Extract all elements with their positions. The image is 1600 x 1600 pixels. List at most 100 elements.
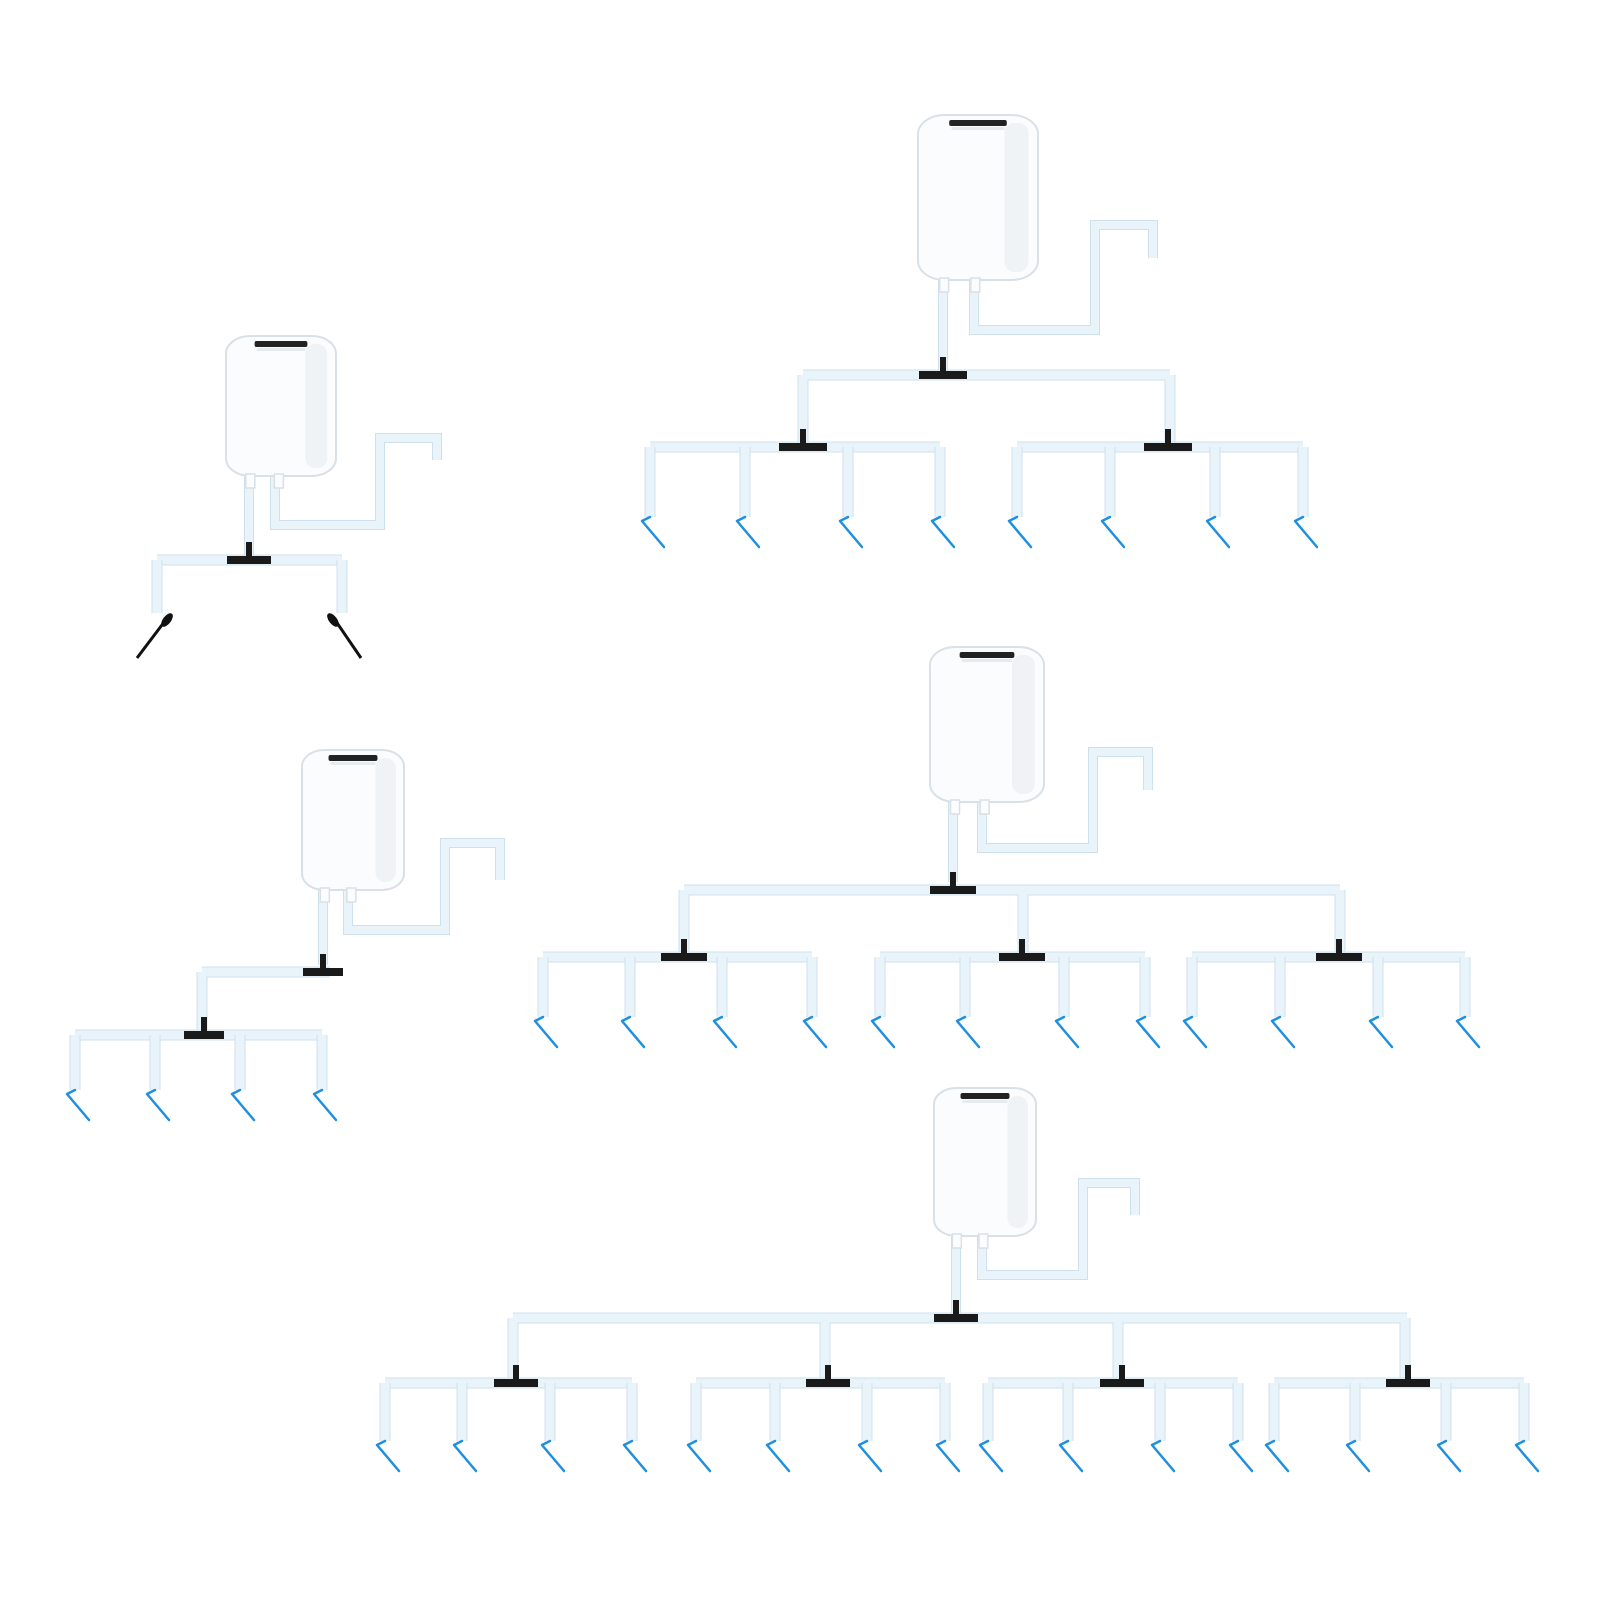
pump-shade	[375, 758, 396, 882]
tube	[508, 1313, 1410, 1380]
pump-display-shadow	[330, 762, 376, 765]
drip-emitter-icon	[1293, 515, 1319, 549]
pump-outlet	[319, 887, 331, 903]
pump-outlet	[951, 1233, 963, 1249]
drip-emitter-icon	[1455, 1015, 1481, 1049]
tube-edge	[196, 966, 330, 1035]
tube	[970, 221, 1157, 334]
drip-emitter-icon	[1228, 1439, 1254, 1473]
kit-16-outlet	[375, 1087, 1540, 1473]
pump-display	[949, 120, 1007, 126]
pump-shade	[1012, 655, 1035, 794]
tee-connector-icon	[930, 886, 976, 894]
tee-connector-stem	[1019, 939, 1025, 955]
drip-emitter-icon	[1058, 1439, 1084, 1473]
drip-emitter-icon	[1182, 1015, 1208, 1049]
drip-emitter-icon	[620, 1015, 646, 1049]
drip-emitter-icon	[1345, 1439, 1371, 1473]
kit-4-outlet	[65, 749, 505, 1122]
tube-edge	[797, 369, 1176, 447]
pump-display-shadow	[256, 348, 306, 351]
tee-connector-stem	[800, 429, 806, 445]
tee-connector-icon	[1386, 1379, 1430, 1387]
drip-emitter-icon	[312, 1088, 338, 1122]
tee-connector-stem	[825, 1365, 831, 1381]
pump-display-shadow	[962, 1100, 1008, 1103]
drip-emitter-icon	[375, 1439, 401, 1473]
drip-emitter-icon	[1205, 515, 1231, 549]
drip-emitter-icon	[735, 515, 761, 549]
pump-inlet	[273, 473, 285, 489]
drip-emitter-icon	[838, 515, 864, 549]
tee-connector-icon	[661, 953, 707, 961]
pump-inlet	[979, 799, 990, 815]
tube-edge	[678, 884, 1346, 957]
pump-shade	[305, 344, 328, 468]
drip-stake-head	[161, 613, 173, 627]
tee-connector-stem	[1336, 939, 1342, 955]
pump-display	[960, 1093, 1010, 1099]
tee-connector-icon	[494, 1379, 538, 1387]
tee-connector-icon	[806, 1379, 850, 1387]
drip-emitter-icon	[533, 1015, 559, 1049]
tee-connector-stem	[1405, 1365, 1411, 1381]
tee-connector-stem	[320, 954, 326, 970]
pump-inlet	[978, 1233, 989, 1249]
drip-emitter-icon	[640, 515, 666, 549]
drip-emitter-icon	[622, 1439, 648, 1473]
pump-shade	[1004, 123, 1029, 272]
tee-connector-icon	[227, 556, 271, 564]
tee-connector-stem	[1119, 1365, 1125, 1381]
drip-emitter-icon	[1368, 1015, 1394, 1049]
pump-inlet	[970, 277, 981, 293]
drip-emitter-icon	[870, 1015, 896, 1049]
drip-emitter-icon	[540, 1439, 566, 1473]
drip-emitter-icon	[978, 1439, 1004, 1473]
drip-emitter-icon	[1264, 1439, 1290, 1473]
pump-display	[328, 755, 378, 761]
tee-connector-stem	[246, 542, 252, 558]
drip-emitter-icon	[1100, 515, 1126, 549]
drip-emitter-icon	[765, 1439, 791, 1473]
drip-emitter-icon	[1270, 1015, 1296, 1049]
drip-emitter-icon	[686, 1439, 712, 1473]
drip-emitter-icon	[1054, 1015, 1080, 1049]
pump-display-shadow	[961, 659, 1013, 662]
tee-connector-stem	[953, 1300, 959, 1316]
tube	[798, 370, 1175, 447]
kit-2-outlet	[135, 335, 442, 659]
tube	[978, 1179, 1139, 1279]
tee-connector-icon	[934, 1314, 978, 1322]
kit-8-outlet	[640, 114, 1319, 549]
drip-emitter-icon	[955, 1015, 981, 1049]
tee-connector-icon	[303, 968, 343, 976]
drip-stake-head	[327, 613, 339, 627]
kit-12-outlet	[533, 646, 1481, 1049]
drip-emitter-icon	[1007, 515, 1033, 549]
tee-connector-stem	[513, 1365, 519, 1381]
tee-connector-stem	[1165, 429, 1171, 445]
tube	[978, 748, 1152, 852]
tee-connector-icon	[1100, 1379, 1144, 1387]
drip-emitter-icon	[930, 515, 956, 549]
drip-emitter-icon	[1135, 1015, 1161, 1049]
drip-emitter-icon	[712, 1015, 738, 1049]
pump-inlet	[346, 887, 357, 903]
tube	[197, 967, 330, 1035]
drip-emitter-icon	[145, 1088, 171, 1122]
tee-connector-icon	[919, 371, 967, 379]
tube	[271, 434, 441, 529]
tube	[344, 839, 504, 934]
pump-display	[959, 652, 1015, 658]
tube-edge	[507, 1312, 1411, 1380]
pump-outlet	[949, 799, 961, 815]
tube	[679, 885, 1345, 957]
tee-connector-icon	[184, 1031, 224, 1039]
tee-connector-stem	[201, 1017, 207, 1033]
tee-connector-icon	[1144, 443, 1192, 451]
drip-emitter-icon	[857, 1439, 883, 1473]
pump-shade	[1007, 1096, 1028, 1228]
pump-outlet	[938, 277, 950, 293]
